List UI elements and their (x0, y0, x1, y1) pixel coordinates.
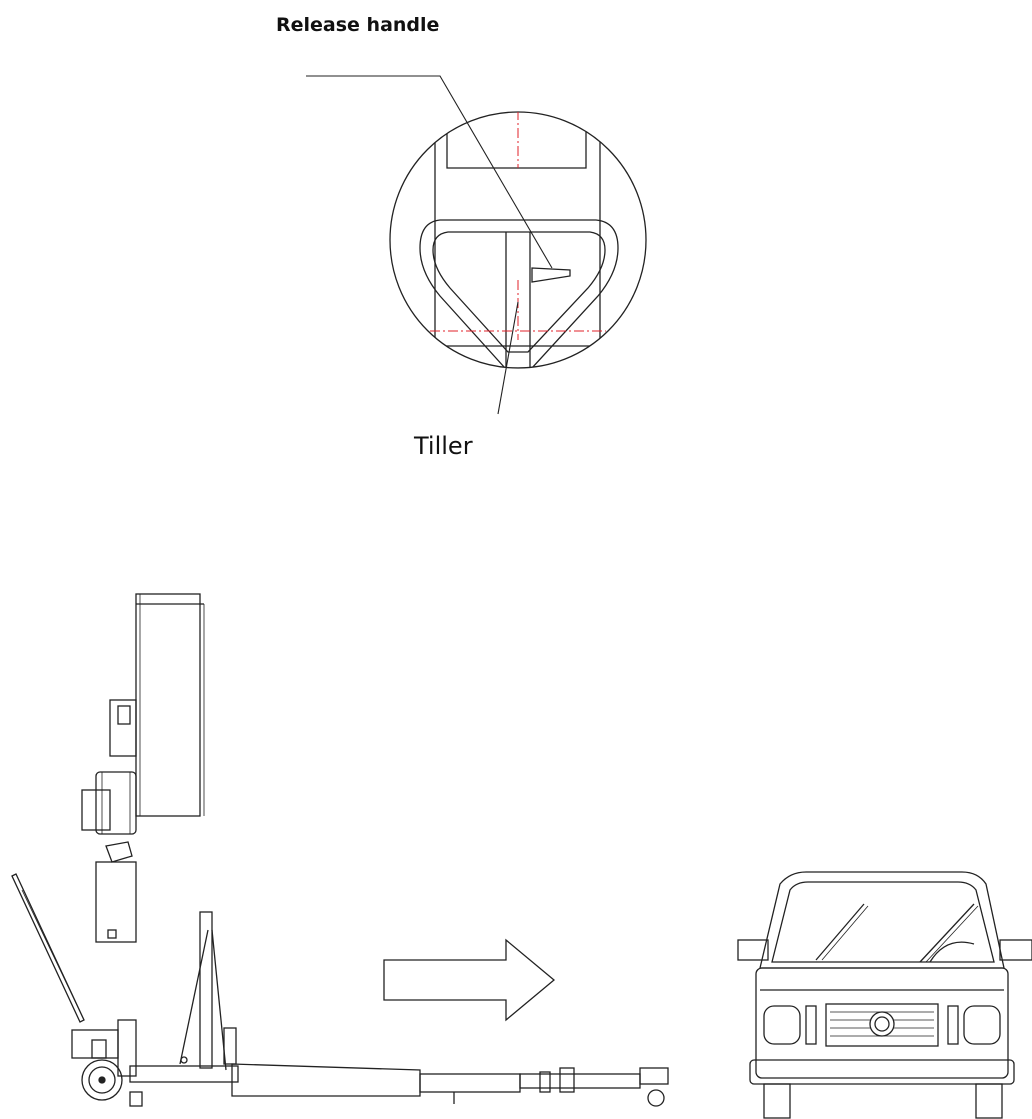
arm-extension (419, 1073, 521, 1093)
lift-column (135, 593, 201, 817)
control-box (109, 699, 137, 757)
motor (95, 771, 137, 835)
vehicle-body (755, 967, 1009, 1079)
column-top (446, 112, 587, 169)
windshield (771, 881, 995, 963)
handle-inner (432, 231, 606, 353)
mirror-right (999, 939, 1032, 961)
headlight-left (763, 1005, 801, 1045)
chassis (129, 1065, 239, 1083)
headlight-right (963, 1005, 1001, 1045)
arm-extension-2 (519, 1073, 641, 1089)
brace-left (179, 929, 209, 1065)
hydraulic-valve (105, 841, 133, 863)
detail-view (306, 75, 647, 415)
tiller-label: Tiller (414, 432, 473, 460)
wiper-right (919, 903, 975, 963)
steering-wheel (929, 941, 975, 963)
carriage (199, 911, 213, 1069)
release-lever (531, 267, 571, 283)
column-lift (11, 593, 669, 1107)
front-wheel (81, 1059, 123, 1101)
tiller-base (71, 1029, 119, 1059)
rear-wheel (647, 1089, 665, 1107)
control-switch (117, 705, 131, 725)
tiller-handle (11, 873, 85, 1023)
arm-pad (639, 1067, 669, 1085)
hydraulic-reservoir (95, 861, 137, 943)
badge-icon (869, 1011, 895, 1037)
handle-outer (419, 219, 619, 368)
wheel-right (975, 1083, 1003, 1119)
release-handle-leader (306, 75, 553, 269)
column-foot (117, 1019, 137, 1077)
lift-cylinder (223, 1027, 237, 1065)
lifting-arm (231, 1063, 421, 1097)
mirror-left (737, 939, 769, 961)
direction-arrow-icon (383, 938, 556, 1022)
wheel-left (763, 1083, 791, 1119)
bumper (749, 1059, 1015, 1085)
release-handle-label: Release handle (276, 14, 440, 36)
grille (825, 1003, 939, 1047)
vehicle-cab (759, 871, 1005, 969)
vehicle (737, 871, 1032, 1119)
wiper-left (815, 903, 865, 961)
tiller-leader (497, 301, 519, 415)
